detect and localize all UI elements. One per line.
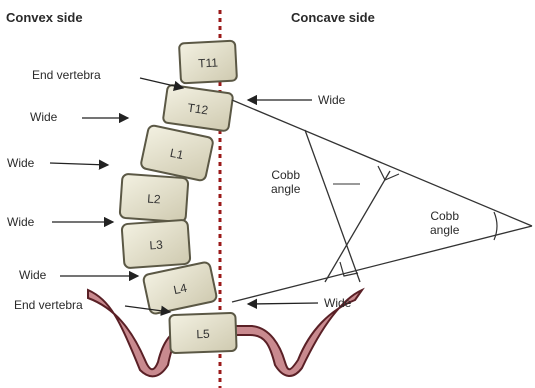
convex-side-header: Convex side [6, 10, 83, 25]
cobb-angle-outer-line2: angle [430, 223, 460, 237]
vertebra-t12: T12 [162, 84, 234, 132]
cobb-line-upper [231, 99, 533, 227]
vertebra-l1: L1 [140, 124, 214, 182]
arrow-end-vertebra-bottom [124, 305, 172, 316]
vertebra-l4: L4 [142, 261, 218, 315]
arrow-wide-concave-bottom [246, 298, 319, 310]
cobb-angle-label-inner: Cobb angle [271, 168, 300, 196]
arrow-wide-2 [49, 159, 110, 170]
perpendicular-upper [304, 129, 361, 283]
vertebra-label-l1: L1 [169, 146, 185, 163]
wide-label-3: Wide [7, 215, 35, 229]
wide-label-concave-top: Wide [318, 93, 346, 107]
vertebra-l3: L3 [120, 219, 192, 269]
vertebra-t11: T11 [178, 39, 238, 85]
wide-label-1: Wide [30, 110, 58, 124]
vertebra-label-l4: L4 [172, 281, 188, 298]
end-vertebra-label-bottom: End vertebra [14, 298, 83, 312]
cobb-angle-inner-line1: Cobb [271, 168, 301, 182]
wide-label-concave-bottom: Wide [324, 296, 352, 310]
vertebra-label-l2: L2 [147, 192, 162, 207]
cobb-angle-arc-right [493, 211, 498, 241]
vertebra-label-t12: T12 [187, 101, 210, 118]
wide-label-4: Wide [19, 268, 47, 282]
right-angle-marker-upper [377, 165, 400, 181]
end-vertebra-label-top: End vertebra [32, 68, 101, 82]
cobb-line-lower [231, 225, 533, 303]
perpendicular-lower [324, 170, 391, 283]
concave-side-header: Concave side [291, 10, 375, 25]
cobb-angle-inner-line2: angle [271, 182, 301, 196]
vertebra-l2: L2 [118, 173, 190, 223]
wide-label-2: Wide [7, 156, 35, 170]
arrow-end-vertebra-top [139, 77, 185, 92]
vertebra-label-l3: L3 [149, 238, 164, 253]
cobb-angle-label-outer: Cobb angle [430, 209, 459, 237]
vertebra-label-l5: L5 [196, 327, 210, 341]
vertebra-label-t11: T11 [198, 55, 219, 70]
right-angle-marker-lower [339, 261, 359, 277]
cobb-angle-outer-line1: Cobb [430, 209, 460, 223]
vertebra-l5: L5 [168, 312, 238, 354]
